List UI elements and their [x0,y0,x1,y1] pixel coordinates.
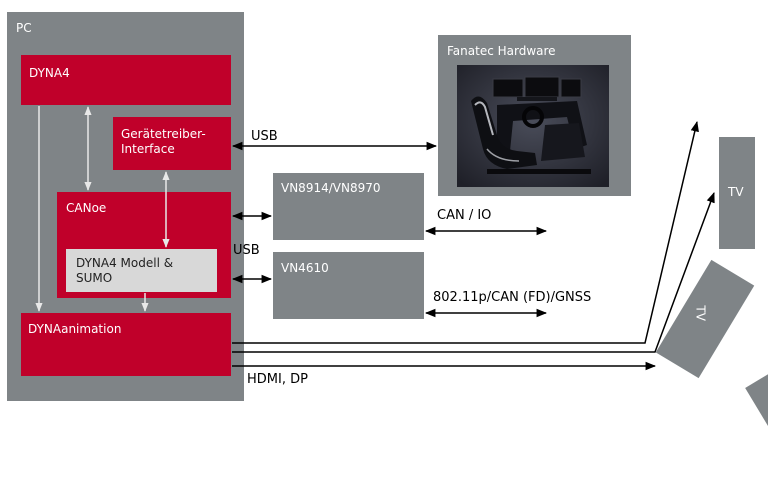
vn8914-vn8970-box: VN8914/VN8970 [273,173,424,240]
vn8914-vn8970-label: VN8914/VN8970 [281,181,381,195]
device-driver-interface-label: Gerätetreiber- Interface [121,127,206,156]
fanatec-hardware-label: Fanatec Hardware [447,44,556,58]
device-driver-interface-box: Gerätetreiber- Interface [113,117,231,170]
tv-box-middle: TV [719,137,755,249]
vn4610-label: VN4610 [281,261,329,275]
dyna4-model-sumo-box: DYNA4 Modell & SUMO [66,249,217,292]
hdmi-dp-label: HDMI, DP [247,372,308,387]
dynaanimation-box: DYNAanimation [21,313,231,376]
can-io-label: CAN / IO [437,208,492,223]
connections-layer [35,106,715,371]
pc-label: PC [16,21,32,35]
dyna4-box: DYNA4 [21,55,231,105]
canoe-label: CANoe [66,201,107,215]
hdmi-line-tv-top [232,120,699,344]
tv-label-middle: TV [728,185,744,199]
dyna4-label: DYNA4 [29,66,70,80]
vn4610-box: VN4610 [273,252,424,319]
usb-middle-label: USB [233,243,260,258]
v2x-label: 802.11p/CAN (FD)/GNSS [433,290,592,305]
dynaanimation-label: DYNAanimation [28,322,122,336]
usb-top-label: USB [251,129,278,144]
hdmi-line-tv-middle [232,192,715,353]
racing-simulator-rig-image [457,65,609,187]
dyna4-model-sumo-label: DYNA4 Modell & SUMO [76,256,174,285]
